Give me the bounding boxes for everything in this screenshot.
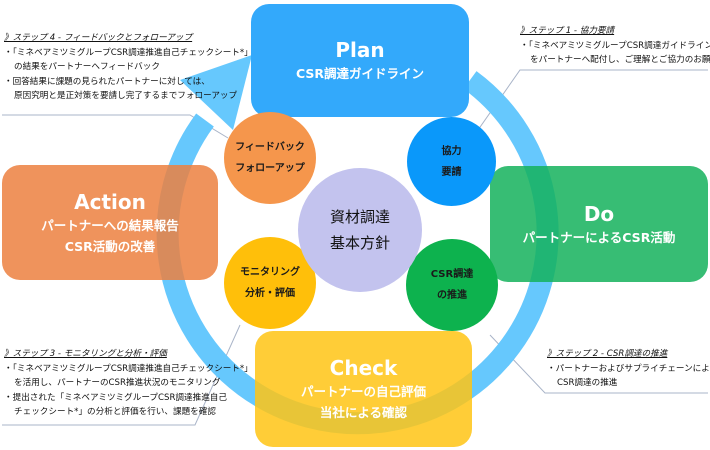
callout-step3-line: を活用し、パートナーのCSR推進状況のモニタリング [14, 378, 221, 388]
phase-check: Check パートナーの自己評価 当社による確認 [255, 331, 472, 447]
callout-step2-heading: 》ステップ 2 - CSR調達の推進 [547, 349, 668, 359]
step-cooperation: 協力 要請 [407, 117, 496, 206]
callout-step3-line: ・「ミネベアミツミグループCSR調達推進自己チェックシート*」 [4, 363, 253, 374]
step-promotion: CSR調達 の推進 [406, 239, 498, 331]
ring-arrowhead [180, 55, 252, 130]
step-feedback: フィードバック フォローアップ [224, 112, 316, 204]
phase-action-text: パートナーへの結果報告 [41, 217, 179, 233]
callout-step4-line: 原因究明と是正対策を要請し完了するまでフォローアップ [14, 91, 238, 101]
center-policy: 資材調達 基本方針 [298, 168, 422, 292]
phase-check-title: Check [329, 356, 398, 380]
center-policy-text: 基本方針 [329, 234, 390, 252]
callout-step3-line: ・提出された「ミネベアミツミグループCSR調達推進自己 [4, 392, 227, 403]
phase-action: Action パートナーへの結果報告 CSR活動の改善 [2, 165, 218, 280]
callout-step2: 》ステップ 2 - CSR調達の推進 ・パートナーおよびサプライチェーンによる … [547, 347, 710, 391]
callout-step3-heading: 》ステップ 3 - モニタリングと分析・評価 [4, 349, 167, 359]
phase-action-text: CSR活動の改善 [64, 238, 156, 254]
step-monitoring-text: 分析・評価 [245, 288, 295, 299]
step-feedback-text: フィードバック [235, 142, 305, 153]
callout-step4-heading: 》ステップ 4 - フィードバックとフォローアップ [4, 33, 193, 43]
phase-check-text: 当社による確認 [319, 405, 408, 420]
step-feedback-text: フォローアップ [235, 163, 305, 174]
callout-step4-line: の結果をパートナーへフィードバック [14, 62, 160, 72]
phase-plan: Plan CSR調達ガイドライン [251, 4, 469, 117]
step-promotion-text: CSR調達 [430, 269, 474, 280]
callout-step3: 》ステップ 3 - モニタリングと分析・評価 ・「ミネベアミツミグループCSR調… [4, 347, 253, 420]
phase-plan-text: CSR調達ガイドライン [295, 66, 425, 81]
callout-step2-line: ・パートナーおよびサプライチェーンによる [547, 363, 710, 374]
center-policy-text: 資材調達 [329, 208, 390, 226]
step-cooperation-text: 協力 [441, 145, 462, 157]
callout-step3-line: チェックシート*」の分析と評価を行い、課題を確認 [14, 407, 216, 417]
phase-plan-title: Plan [335, 38, 385, 62]
step-monitoring: モニタリング 分析・評価 [224, 237, 316, 329]
phase-do-text: パートナーによるCSR活動 [522, 229, 676, 245]
callout-step2-line: CSR調達の推進 [557, 378, 618, 388]
step-monitoring-text: モニタリング [240, 267, 300, 278]
callout-step4: 》ステップ 4 - フィードバックとフォローアップ ・「ミネベアミツミグループC… [4, 31, 253, 104]
phase-action-title: Action [74, 189, 146, 214]
connector-step4 [2, 114, 229, 139]
phase-do: Do パートナーによるCSR活動 [490, 166, 708, 282]
callout-step1-heading: 》ステップ 1 - 協力要請 [520, 26, 615, 36]
callout-step1: 》ステップ 1 - 協力要請 ・「ミネベアミツミグループCSR調達ガイドライン*… [520, 24, 710, 68]
callout-step1-line: をパートナーへ配付し、ご理解とご協力のお願い [530, 55, 710, 65]
phase-check-text: パートナーの自己評価 [300, 384, 426, 399]
step-promotion-text: の推進 [437, 290, 467, 301]
callout-step1-line: ・「ミネベアミツミグループCSR調達ガイドライン*」 [520, 40, 710, 51]
step-cooperation-text: 要請 [441, 166, 462, 178]
callout-step4-line: ・回答結果に課題の見られたパートナーに対しては、 [4, 76, 210, 87]
callout-step4-line: ・「ミネベアミツミグループCSR調達推進自己チェックシート*」 [4, 47, 253, 58]
phase-do-title: Do [583, 201, 615, 226]
